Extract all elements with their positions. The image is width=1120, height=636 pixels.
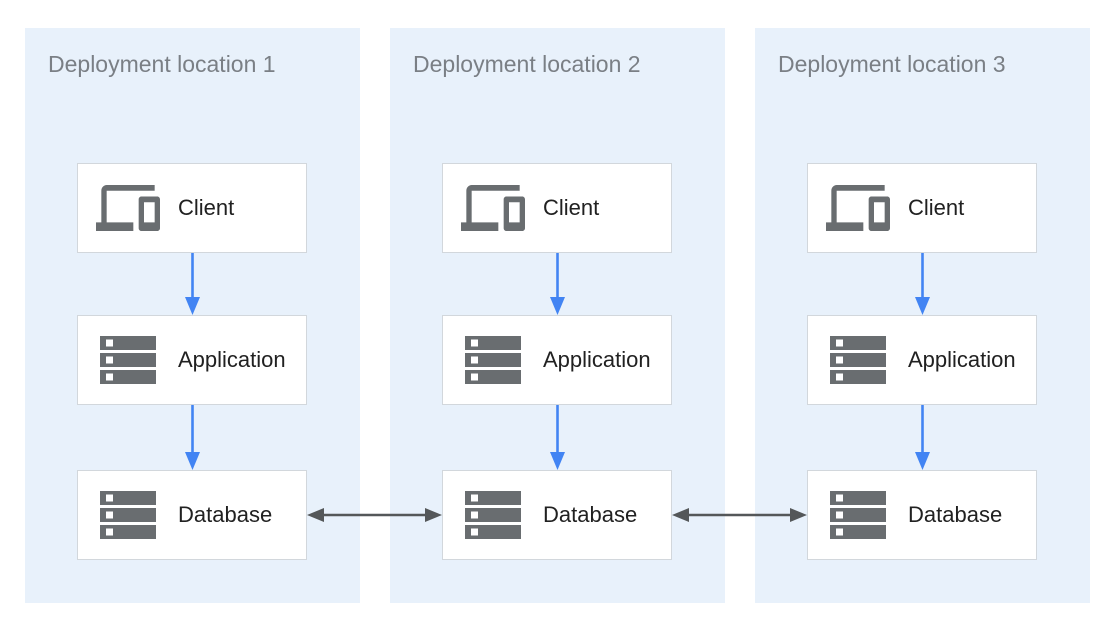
deployment-location-2-panel: Deployment location 2 Client <box>390 28 725 603</box>
node-label: Client <box>543 195 600 220</box>
panel-title: Deployment location 3 <box>778 51 1006 77</box>
node-database: Database <box>807 470 1037 560</box>
server-stack-icon <box>826 336 890 384</box>
node-label: Application <box>178 347 286 372</box>
node-database: Database <box>442 470 672 560</box>
deployment-location-1-panel: Deployment location 1 Client <box>25 28 360 603</box>
node-label: Database <box>178 502 273 527</box>
panel-title: Deployment location 2 <box>413 51 641 77</box>
arrow-client-to-application <box>184 253 201 315</box>
server-stack-icon <box>96 336 160 384</box>
arrow-application-to-database <box>184 405 201 470</box>
panel-title: Deployment location 1 <box>48 51 276 77</box>
node-label: Application <box>908 347 1016 372</box>
devices-icon <box>96 185 160 231</box>
arrow-client-to-application <box>914 253 931 315</box>
arrow-database2-database3-bidirectional <box>672 507 807 523</box>
arrow-application-to-database <box>914 405 931 470</box>
node-application: Application <box>77 315 307 405</box>
node-client: Client <box>807 163 1037 253</box>
node-label: Database <box>908 502 1003 527</box>
arrow-application-to-database <box>549 405 566 470</box>
server-stack-icon <box>461 336 525 384</box>
node-client: Client <box>77 163 307 253</box>
node-label: Client <box>908 195 965 220</box>
deployment-location-3-panel: Deployment location 3 Client <box>755 28 1090 603</box>
node-label: Application <box>543 347 651 372</box>
devices-icon <box>826 185 890 231</box>
arrow-database1-database2-bidirectional <box>307 507 442 523</box>
node-label: Client <box>178 195 235 220</box>
server-stack-icon <box>461 491 525 539</box>
server-stack-icon <box>826 491 890 539</box>
node-application: Application <box>442 315 672 405</box>
node-label: Database <box>543 502 638 527</box>
node-database: Database <box>77 470 307 560</box>
node-application: Application <box>807 315 1037 405</box>
arrow-client-to-application <box>549 253 566 315</box>
server-stack-icon <box>96 491 160 539</box>
node-client: Client <box>442 163 672 253</box>
devices-icon <box>461 185 525 231</box>
